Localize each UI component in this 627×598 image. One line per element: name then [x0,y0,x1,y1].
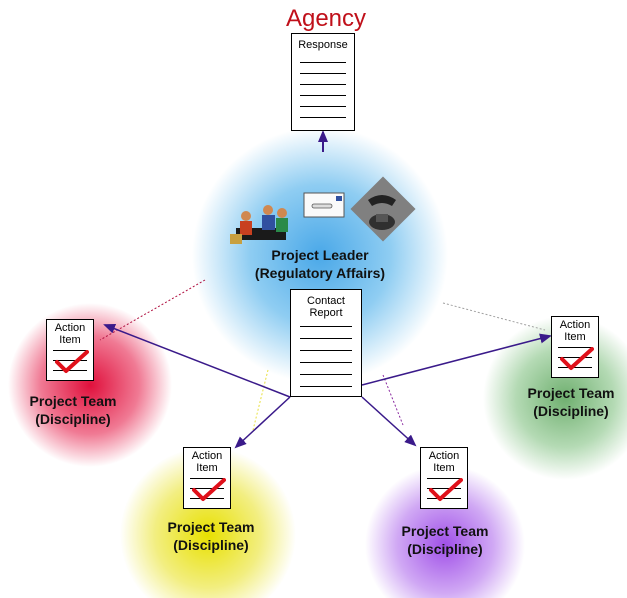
arrow-to-team-yellow [234,396,291,449]
checkmark-icon [55,350,89,373]
arrow-to-team-green [361,333,552,386]
leader-label-line1: Project Leader [271,247,369,263]
dotted-connector-yellow [252,369,269,431]
team-label-yellow-line1: Project Team [167,519,255,535]
arrow-to-team-red [103,323,291,398]
action-item-label-line2: Item [433,462,455,474]
dotted-connector-green [442,302,546,331]
team-label-yellow-line2: (Discipline) [173,537,249,553]
telephone-icon [350,176,416,242]
team-label-red-line1: Project Team [29,393,117,409]
action-item-doc-red: Action Item [46,319,94,381]
action-item-doc-green: Action Item [551,316,599,378]
agency-label: Agency [285,5,367,32]
meeting-clipart-icon [230,205,288,244]
envelope-icon [303,192,345,218]
action-item-label-line1: Action [54,322,86,334]
checkmark-icon [192,478,226,501]
action-item-doc-yellow: Action Item [183,447,231,509]
contact-report-document: Contact Report [290,289,362,397]
contact-report-title-line2: Report [309,307,343,319]
action-item-label-line1: Action [191,450,223,462]
team-label-red-line2: (Discipline) [35,411,111,427]
team-circle-yellow [120,447,296,598]
contact-report-title-line1: Contact [307,295,345,307]
leader-label: Project Leader (Regulatory Affairs) [220,246,420,282]
action-item-doc-purple: Action Item [420,447,468,509]
action-item-label-line2: Item [59,334,81,346]
team-label-green-line2: (Discipline) [533,403,609,419]
dotted-connector-purple [382,374,404,426]
response-title: Response [298,39,348,51]
team-label-purple-line1: Project Team [401,523,489,539]
response-document: Response [291,33,355,131]
team-circle-purple [365,465,525,598]
action-item-label-line1: Action [428,450,460,462]
action-item-label-line1: Action [559,319,591,331]
team-label-purple: Project Team (Discipline) [384,522,506,558]
team-label-yellow: Project Team (Discipline) [150,518,272,554]
arrow-to-team-purple [361,396,417,447]
action-item-label-line2: Item [564,331,586,343]
leader-label-line2: (Regulatory Affairs) [254,265,386,281]
team-label-green: Project Team (Discipline) [516,384,626,420]
team-label-red: Project Team (Discipline) [12,392,134,428]
team-label-purple-line2: (Discipline) [407,541,483,557]
checkmark-icon [560,347,594,370]
action-item-label-line2: Item [196,462,218,474]
team-label-green-line1: Project Team [527,385,615,401]
checkmark-icon [429,478,463,501]
